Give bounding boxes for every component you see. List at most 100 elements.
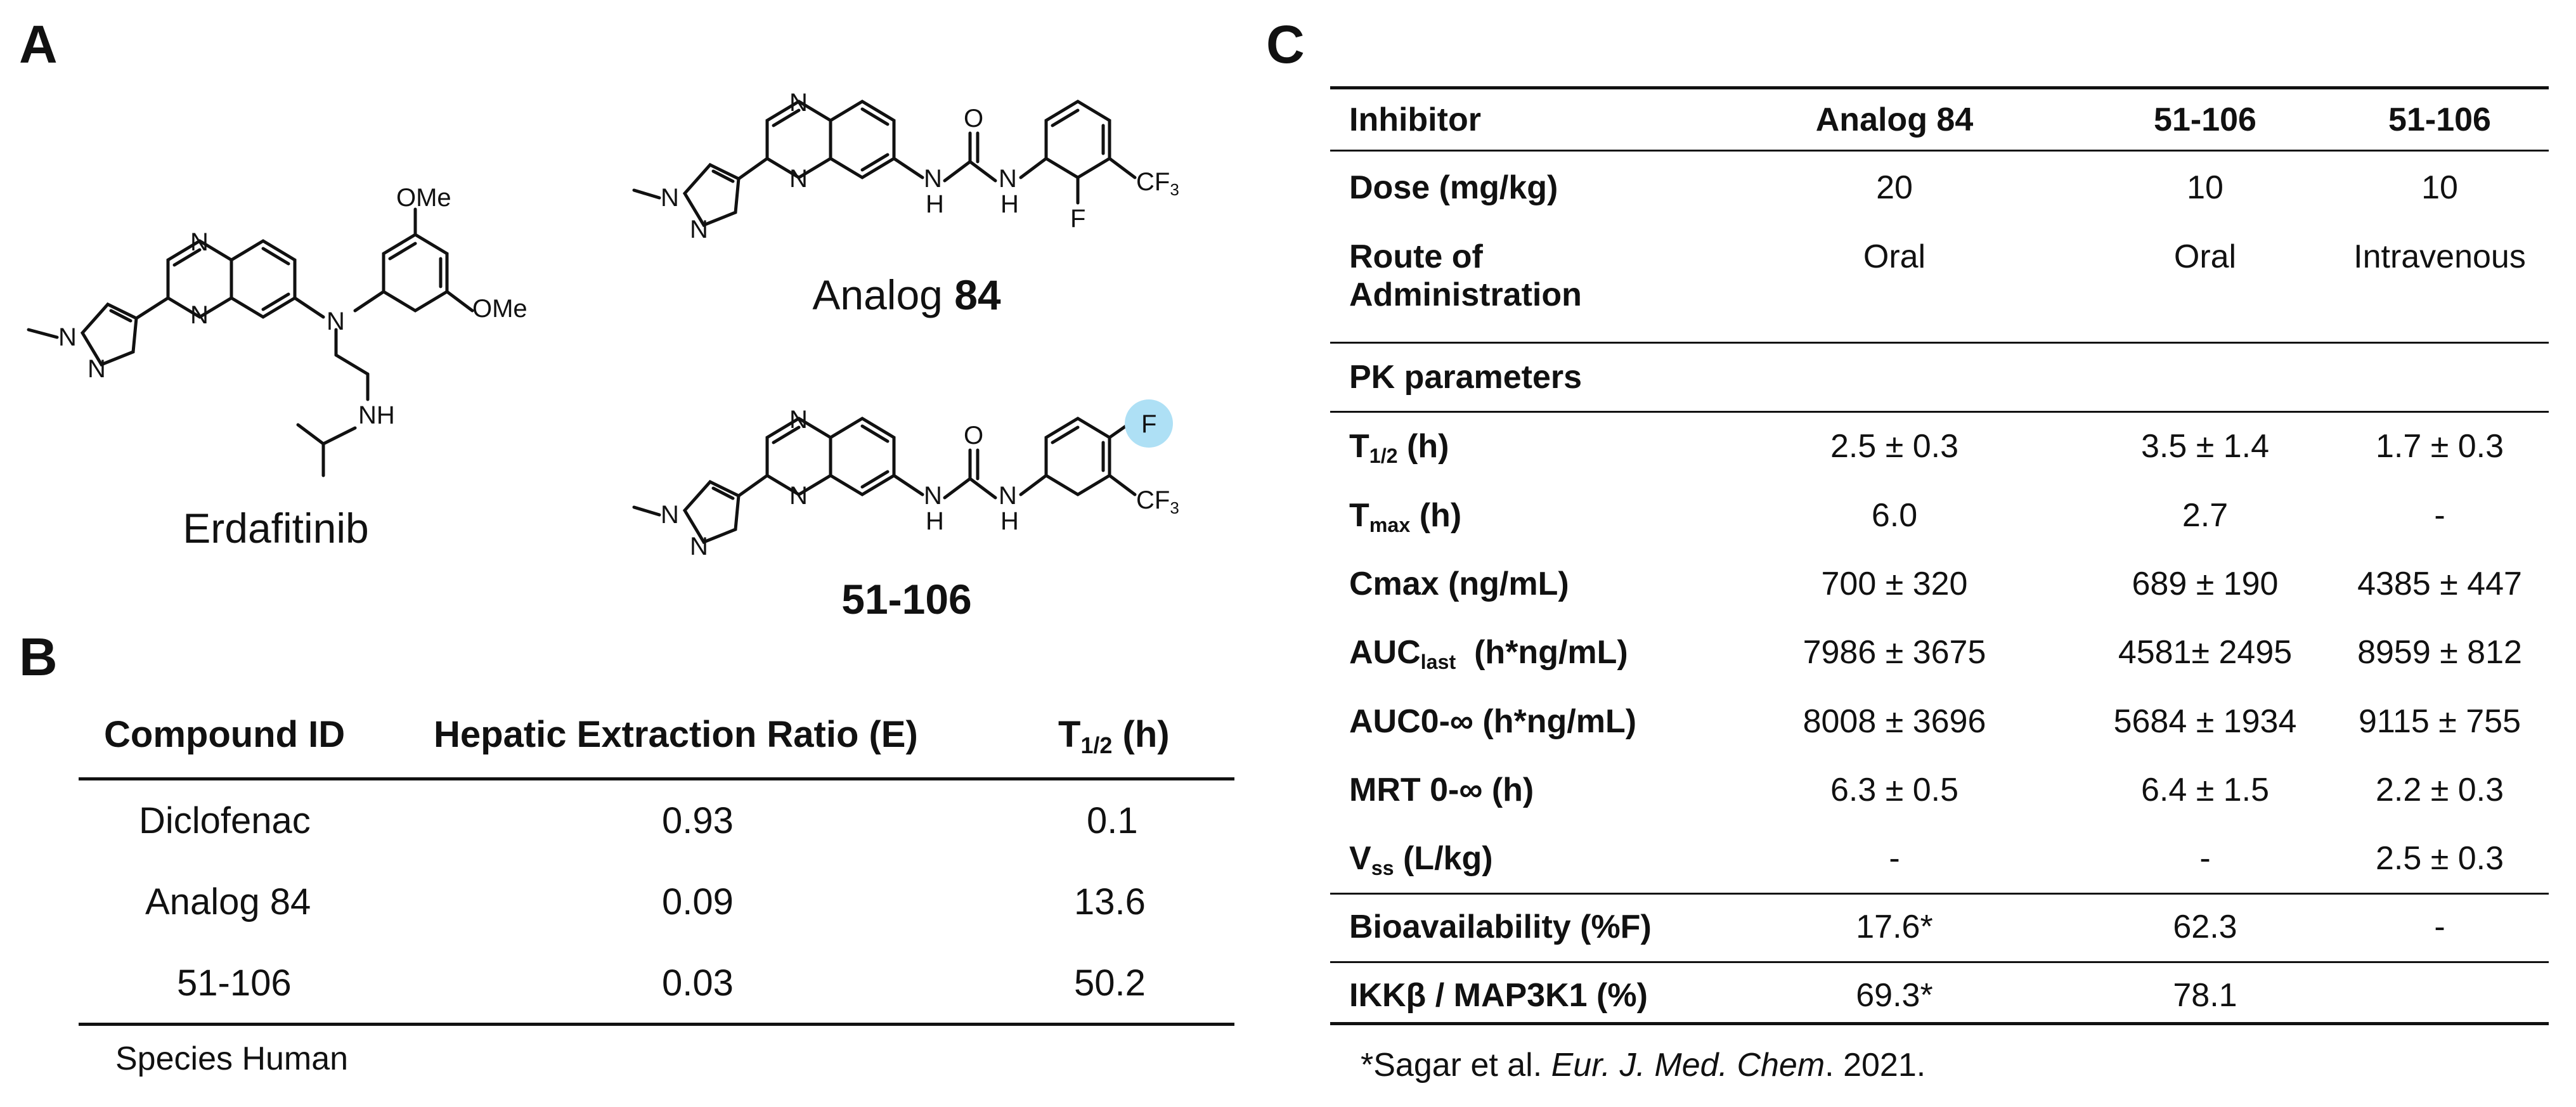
- cell-mrt-51-106-iv: 2.2 ± 0.3: [2375, 772, 2504, 808]
- cell-route-analog-84: Oral: [1863, 238, 1926, 275]
- cell-vss-analog-84: -: [1889, 840, 1900, 877]
- atom-o: O: [964, 105, 983, 133]
- table-rule-top: [79, 777, 1234, 780]
- cell-route-51-106-iv: Intravenous: [2353, 238, 2526, 275]
- atom-n: N: [999, 165, 1017, 193]
- table-row-compound: 51-106: [177, 962, 292, 1004]
- row-label-t-half: T1/2 (h): [1349, 428, 1449, 468]
- cell-mrt-analog-84: 6.3 ± 0.5: [1830, 772, 1958, 808]
- cell-dose-analog-84: 20: [1876, 169, 1913, 206]
- atom-h: H: [1000, 507, 1019, 535]
- cell-route-51-106-oral: Oral: [2173, 238, 2237, 275]
- cell-auc-last-51-106-oral: 4581± 2495: [2118, 634, 2293, 671]
- atom-cf3: CF3: [1136, 168, 1179, 199]
- atom-h: H: [926, 507, 944, 535]
- atom-n: N: [690, 216, 708, 243]
- table-rule: [1330, 893, 2549, 895]
- table-rule-bottom: [1330, 1022, 2549, 1025]
- table-row-t-half: 0.1: [1087, 800, 1138, 841]
- cell-dose-51-106-oral: 10: [2187, 169, 2223, 206]
- compound-label-erdafitinib: Erdafitinib: [183, 505, 369, 552]
- atom-nh: NH: [358, 401, 395, 429]
- atom-h: H: [1000, 190, 1019, 218]
- cell-mrt-51-106-oral: 6.4 ± 1.5: [2140, 772, 2269, 808]
- cell-t-max-51-106-iv: -: [2434, 497, 2445, 534]
- row-label-cmax: Cmax (ng/mL): [1349, 566, 1569, 602]
- col-header-51-106-iv: 51-106: [2388, 101, 2491, 138]
- atom-n: N: [924, 165, 942, 193]
- col-header-51-106-oral: 51-106: [2154, 101, 2256, 138]
- row-label-ikk-map3k1: IKKβ / MAP3K1 (%): [1349, 977, 1648, 1014]
- cell-t-half-51-106-iv: 1.7 ± 0.3: [2375, 428, 2504, 465]
- atom-n: N: [190, 301, 209, 329]
- cell-bioavailability-51-106-iv: -: [2434, 909, 2445, 945]
- cell-cmax-analog-84: 700 ± 320: [1821, 566, 1968, 602]
- atom-n: N: [190, 228, 209, 256]
- cell-t-half-51-106-oral: 3.5 ± 1.4: [2140, 428, 2269, 465]
- atom-ome: OMe: [472, 295, 527, 323]
- row-label-mrt: MRT 0-∞ (h): [1349, 772, 1534, 808]
- atom-cf3: CF3: [1136, 486, 1179, 517]
- cell-auc-last-51-106-iv: 8959 ± 812: [2357, 634, 2522, 671]
- table-row-compound: Diclofenac: [139, 800, 311, 841]
- reference-footnote: *Sagar et al. Eur. J. Med. Chem. 2021.: [1361, 1047, 1926, 1084]
- compound-51-106-structure: [632, 417, 1137, 545]
- species-note: Species Human: [115, 1040, 349, 1077]
- cell-vss-51-106-iv: 2.5 ± 0.3: [2375, 840, 2504, 877]
- row-label-t-max: Tmax (h): [1349, 497, 1462, 537]
- atom-n: N: [327, 308, 345, 335]
- atom-n: N: [87, 355, 106, 383]
- cell-auc-inf-51-106-iv: 9115 ± 755: [2358, 703, 2521, 740]
- cell-cmax-51-106-iv: 4385 ± 447: [2357, 566, 2522, 602]
- atom-ome: OMe: [396, 184, 451, 212]
- table-rule-bottom: [79, 1023, 1234, 1026]
- row-label-auc-last: AUClast (h*ng/mL): [1349, 634, 1628, 674]
- cell-dose-51-106-iv: 10: [2421, 169, 2458, 206]
- cell-cmax-51-106-oral: 689 ± 190: [2132, 566, 2279, 602]
- table-rule: [1330, 150, 2549, 152]
- cell-t-max-analog-84: 6.0: [1871, 497, 1918, 534]
- cell-ikk-analog-84: 69.3*: [1856, 977, 1933, 1014]
- cell-t-max-51-106-oral: 2.7: [2182, 497, 2229, 534]
- fluorine-highlight: [1125, 399, 1173, 448]
- atom-n: N: [924, 482, 942, 510]
- table-rule-top: [1330, 86, 2549, 89]
- cell-auc-inf-51-106-oral: 5684 ± 1934: [2113, 703, 2297, 740]
- atom-n: N: [789, 165, 808, 193]
- table-row-t-half: 50.2: [1074, 962, 1146, 1004]
- cell-t-half-analog-84: 2.5 ± 0.3: [1830, 428, 1958, 465]
- row-label-auc-inf: AUC0-∞ (h*ng/mL): [1349, 703, 1637, 740]
- table-rule: [1330, 342, 2549, 344]
- panel-letter-a: A: [19, 15, 58, 74]
- row-label-vss: Vss (L/kg): [1349, 840, 1493, 880]
- table-row-t-half: 13.6: [1074, 881, 1146, 922]
- table-row-e: 0.03: [662, 962, 734, 1004]
- cell-vss-51-106-oral: -: [2199, 840, 2211, 877]
- cell-bioavailability-51-106-oral: 62.3: [2173, 909, 2237, 945]
- col-header-compound-id: Compound ID: [104, 714, 346, 755]
- table-rule: [1330, 411, 2549, 413]
- compound-label-analog-84: Analog 84: [812, 271, 1001, 318]
- col-header-analog-84: Analog 84: [1815, 101, 1974, 138]
- row-label-dose: Dose (mg/kg): [1349, 169, 1558, 206]
- row-label-inhibitor: Inhibitor: [1349, 101, 1481, 138]
- atom-o: O: [964, 422, 983, 450]
- atom-f: F: [1070, 205, 1085, 233]
- col-header-t-half: T1/2 (h): [1058, 714, 1170, 759]
- col-header-extraction-ratio: Hepatic Extraction Ratio (E): [434, 714, 918, 755]
- atom-n: N: [999, 482, 1017, 510]
- section-pk-parameters: PK parameters: [1349, 359, 1582, 396]
- table-row-compound: Analog 84: [145, 881, 311, 922]
- atom-h: H: [926, 190, 944, 218]
- row-label-bioavailability: Bioavailability (%F): [1349, 909, 1652, 945]
- analog-84-structure: [632, 100, 1137, 228]
- panel-letter-c: C: [1266, 15, 1305, 74]
- pk-parameters-table: Inhibitor Analog 84 51-106 51-106 Dose (…: [1330, 86, 2549, 1025]
- atom-n: N: [690, 533, 708, 560]
- atom-n: N: [58, 323, 77, 351]
- panel-letter-b: B: [19, 627, 58, 687]
- atom-n: N: [661, 501, 679, 529]
- compound-label-51-106: 51-106: [841, 576, 972, 623]
- cell-auc-inf-analog-84: 8008 ± 3696: [1803, 703, 1986, 740]
